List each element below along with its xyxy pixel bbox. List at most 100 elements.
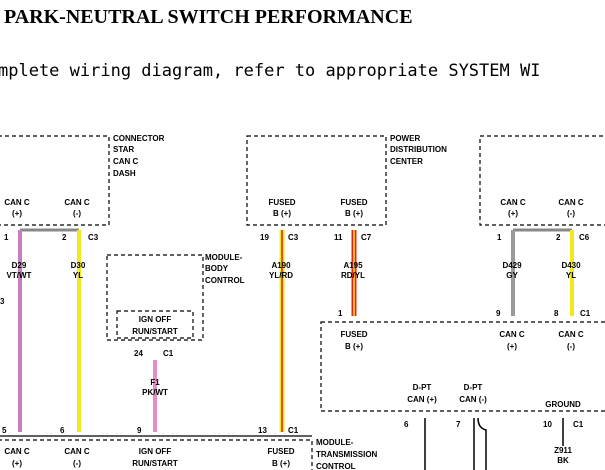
pin-6-dpt: 6 <box>404 420 409 429</box>
connector-star-line-3: CAN C <box>113 157 139 166</box>
bcm-ign-line-2: RUN/START <box>132 327 178 336</box>
connector-star-box <box>0 135 110 226</box>
circuit-d429-id: D429 <box>502 261 522 270</box>
connector-c6: C6 <box>579 233 590 242</box>
pin-5-tcm: 5 <box>2 426 7 435</box>
tcm-fused-1: FUSED <box>267 447 294 456</box>
tcm-line-2: TRANSMISSION <box>316 450 378 459</box>
pin-7-dpt: 7 <box>456 420 461 429</box>
pin-6-tcm: 6 <box>60 426 65 435</box>
pin-8-junction: 8 <box>554 309 559 318</box>
dpt-can-minus-2: CAN (-) <box>459 395 487 404</box>
pin-1-star: 1 <box>4 233 9 242</box>
body-control-line-1: MODULE- <box>205 253 243 262</box>
right-can-minus-2: (-) <box>567 209 575 218</box>
pin-9-tcm: 9 <box>137 426 142 435</box>
tcm-ign-2: RUN/START <box>132 459 178 468</box>
connector-c1-ground: C1 <box>573 420 584 429</box>
pdc-line-3: CENTER <box>390 157 423 166</box>
mid-can-minus-1: CAN C <box>558 330 584 339</box>
mid-fused-2: B (+) <box>345 342 363 351</box>
connector-star-line-4: DASH <box>113 169 136 178</box>
circuit-d29-id: D29 <box>12 261 27 270</box>
circuit-a190-id: A190 <box>271 261 291 270</box>
page-title: PARK-NEUTRAL SWITCH PERFORMANCE <box>4 6 413 28</box>
tcm-can-plus-1: CAN C <box>4 447 30 456</box>
circuit-d30-id: D30 <box>71 261 86 270</box>
dpt-can-minus-1: D-PT <box>464 383 483 392</box>
connector-star-line-1: CONNECTOR <box>113 134 165 143</box>
pdc-fused-11-1: FUSED <box>340 198 367 207</box>
pdc-fused-11-2: B (+) <box>345 209 363 218</box>
ground-label: GROUND <box>545 400 581 409</box>
circuit-a190-color: YL/RD <box>269 271 293 280</box>
ignition-inner-box <box>116 310 194 339</box>
pdc-line-2: DISTRIBUTION <box>390 145 447 154</box>
pin-9-junction: 9 <box>496 309 501 318</box>
circuit-d29-color: VT/WT <box>7 271 32 280</box>
circuit-d429-color: GY <box>506 271 518 280</box>
circuit-f1-id: F1 <box>150 378 160 387</box>
dpt-can-plus-2: CAN (+) <box>407 395 437 404</box>
bcm-ign-line-1: IGN OFF <box>139 315 172 324</box>
body-control-line-3: CONTROL <box>205 276 245 285</box>
dpt-can-plus-1: D-PT <box>413 383 432 392</box>
pin-24: 24 <box>134 349 143 358</box>
tcm-can-minus-2: (-) <box>73 459 81 468</box>
pdc-fused-19-1: FUSED <box>268 198 295 207</box>
tcm-line-1: MODULE- <box>316 438 354 447</box>
pin-10-ground: 10 <box>543 420 552 429</box>
tcm-can-plus-2: (+) <box>12 459 22 468</box>
pdc-label: POWER DISTRIBUTION CENTER <box>390 134 447 166</box>
mid-fused-1: FUSED <box>340 330 367 339</box>
right-can-plus-2: (+) <box>508 209 518 218</box>
tcm-line-3: CONTROL <box>316 462 356 470</box>
tcm-ign-1: IGN OFF <box>139 447 172 456</box>
star-can-minus-1: CAN C <box>64 198 90 207</box>
pin-11: 11 <box>334 233 343 242</box>
tcm-fused-2: B (+) <box>272 459 290 468</box>
power-distribution-center-box <box>246 135 387 226</box>
connector-c7: C7 <box>361 233 372 242</box>
circuit-a195-color: RD/YL <box>341 271 365 280</box>
pin-2-star: 2 <box>62 233 67 242</box>
tcm-can-minus-1: CAN C <box>64 447 90 456</box>
right-can-minus-1: CAN C <box>558 198 584 207</box>
circuit-f1-color: PK/WT <box>142 388 168 397</box>
pin-13-tcm: 13 <box>258 426 267 435</box>
right-can-module-box <box>479 135 605 226</box>
connector-c3-pdc: C3 <box>288 233 299 242</box>
star-can-plus-2: (+) <box>12 209 22 218</box>
tcm-label: MODULE- TRANSMISSION CONTROL <box>316 438 378 470</box>
pin-1-right: 1 <box>497 233 502 242</box>
connector-c1-junction: C1 <box>580 309 591 318</box>
right-can-plus-1: CAN C <box>500 198 526 207</box>
star-can-minus-2: (-) <box>73 209 81 218</box>
circuit-d430-color: YL <box>566 271 576 280</box>
connector-star-line-2: STAR <box>113 145 134 154</box>
mid-can-plus-2: (+) <box>507 342 517 351</box>
circuit-d30-color: YL <box>73 271 83 280</box>
connector-c1-bcm: C1 <box>163 349 174 358</box>
star-can-plus-1: CAN C <box>4 198 30 207</box>
mid-can-plus-1: CAN C <box>499 330 525 339</box>
circuit-d430-id: D430 <box>561 261 581 270</box>
body-control-label: MODULE- BODY CONTROL IGN OFF RUN/START <box>132 253 244 336</box>
connector-c3-star: C3 <box>88 233 99 242</box>
dpt-can-minus-wire <box>477 417 487 470</box>
left-edge-label: 3 <box>0 297 5 306</box>
circuit-z911-id: Z911 <box>554 446 572 455</box>
mid-can-minus-2: (-) <box>567 342 575 351</box>
pin-19: 19 <box>260 233 269 242</box>
intro-text: mplete wiring diagram, refer to appropri… <box>0 61 541 81</box>
connector-star-label: CONNECTOR STAR CAN C DASH <box>113 134 165 178</box>
pin-1-junction: 1 <box>338 309 343 318</box>
pin-2-right: 2 <box>556 233 561 242</box>
pdc-fused-19-2: B (+) <box>273 209 291 218</box>
circuit-z911-color: BK <box>557 456 569 465</box>
connector-c1-tcm: C1 <box>288 426 299 435</box>
body-control-line-2: BODY <box>205 264 229 273</box>
circuit-a195-id: A195 <box>343 261 363 270</box>
pdc-line-1: POWER <box>390 134 420 143</box>
